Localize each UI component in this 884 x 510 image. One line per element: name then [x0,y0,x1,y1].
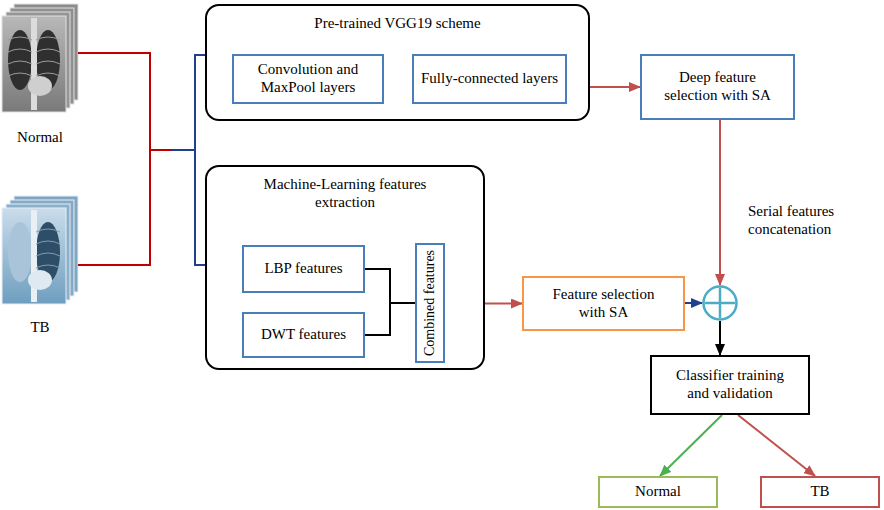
connector [78,55,205,265]
connector-segment [78,150,172,265]
connector-segment [78,53,172,150]
box-label: Feature selection with SA [539,286,669,321]
box-label: Combined features [423,250,437,356]
box-label: Fully-connected layers [421,70,558,88]
box-label: Classifier training and validation [665,367,795,402]
box-label: DWT features [261,326,346,344]
image-label: TB [30,319,49,337]
connector-segment [365,269,415,303]
box-label: Serial features concatenation [748,203,880,238]
connector [660,415,722,476]
box-label: Normal [635,483,681,501]
image-label: Normal [17,129,63,147]
connector [720,120,721,285]
box-label: Convolution and MaxPool layers [240,61,376,96]
connector-segment [719,120,721,285]
xray-image: Normal [2,2,78,147]
circle-outline [704,287,737,320]
connector-segment [172,55,205,150]
concat-circle: Serial features concatenation [702,285,738,321]
connector [685,303,702,304]
box-label: LBP features [264,260,342,278]
box-label: Deep feature selection with SA [652,69,784,104]
outside-label-holder: Serial features concatenation [748,203,880,238]
connector [590,87,640,88]
process-box: Normal [598,476,718,508]
box-label: TB [810,483,829,501]
process-box: Classifier training and validation [650,355,810,415]
process-box: Feature selection with SA [522,276,685,331]
process-box: Fully-connected layers [412,54,567,104]
connector-segment [738,415,815,476]
connector-segment [590,86,640,88]
tb-xray-stack [2,196,78,304]
connector-segment [172,55,205,150]
group-title: Machine-Learning features extraction [245,176,445,211]
connector-segment [78,150,172,265]
connector-segment [660,415,722,476]
process-box: TB [760,476,880,508]
connector [78,53,205,265]
connector-segment [719,321,721,355]
group-box: Machine-Learning features extractionLBP … [205,165,485,370]
connector [78,150,205,265]
process-box: Combined features [415,243,445,363]
connector [738,415,815,476]
process-box: Deep feature selection with SA [640,54,795,120]
connector-segment [685,302,702,304]
connector [485,303,522,304]
connector-segment [365,303,415,335]
group-title: Pre-trained VGG19 scheme [207,15,588,33]
process-box: Convolution and MaxPool layers [232,54,384,104]
connector [365,303,415,335]
xray-image: TB [2,195,78,337]
connector [720,321,721,355]
connector-segment [485,303,522,305]
connector [365,269,415,303]
connector-segment [78,53,172,150]
connector-segment [172,150,205,265]
plus-sign [705,288,735,318]
connector [78,53,205,150]
connector-segment [172,150,205,265]
group-box: Pre-trained VGG19 schemeConvolution and … [205,4,590,121]
normal-xray-stack [2,4,78,112]
process-box: LBP features [242,245,365,293]
plus-circle [702,285,738,321]
process-box: DWT features [242,312,365,358]
